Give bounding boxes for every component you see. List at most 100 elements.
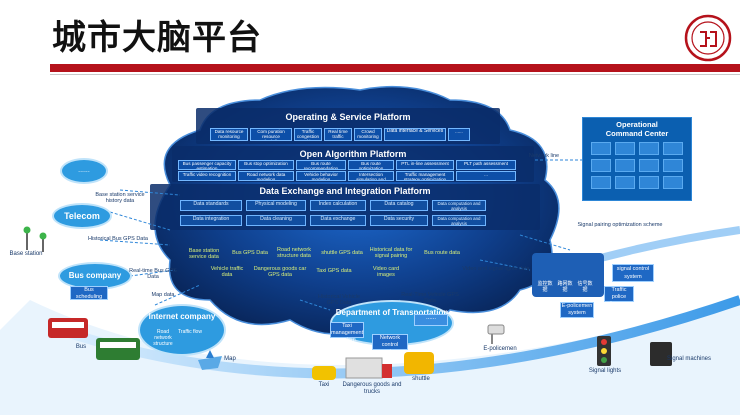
ground-area xyxy=(0,300,740,415)
algo-item: Intersection simulation and prediction xyxy=(348,171,394,181)
internet-company-bubble: Internet company xyxy=(138,304,226,356)
telecom-bubble: Telecom xyxy=(52,203,112,229)
bus-scheduling-system: Bus scheduling system xyxy=(70,286,108,306)
taxi-icon xyxy=(312,366,336,380)
network-control-system: Network control system xyxy=(372,334,408,355)
op-item: Data resource monitoring xyxy=(210,128,248,141)
truck-icon xyxy=(345,357,392,379)
algo-item: PLT path assessment xyxy=(456,160,516,170)
edge-label: Base station service history data xyxy=(95,192,145,205)
algo-item: Bus passenger capacity estimation xyxy=(178,160,236,170)
server-label: 信号数据 xyxy=(577,281,593,293)
occ-title-line1: Operational xyxy=(616,120,658,129)
shuttle-icon xyxy=(404,352,434,374)
op-item: Com puration resource scheduling xyxy=(250,128,292,141)
university-seal-icon xyxy=(684,14,732,62)
title-underline-red xyxy=(50,64,740,72)
document-icon xyxy=(615,159,635,172)
dataset-label: Road network structure data xyxy=(277,247,311,260)
base-station-icon xyxy=(23,226,47,252)
pie-chart-icon xyxy=(591,142,611,155)
operating-platform-title: Operating & Service Platform xyxy=(285,112,411,122)
line-chart-icon xyxy=(663,142,683,155)
op-item: Real time traffic xyxy=(324,128,352,141)
object-label: Map xyxy=(224,356,236,362)
object-label: Base station xyxy=(9,251,43,257)
dataset-label: Bus route data xyxy=(424,250,460,256)
exchange-platform-title: Data Exchange and Integration Platform xyxy=(259,186,431,196)
algo-item: PTL in-line assessment xyxy=(396,160,454,170)
transportation-label: Department of Transportation xyxy=(335,308,449,317)
internet-item-flow: Traffic flow xyxy=(178,329,202,335)
occ-title-line2: Command Center xyxy=(605,128,669,138)
signal-machine-icon xyxy=(650,342,672,366)
edge-label: Real-Time Vehicle GPS Data xyxy=(401,292,459,305)
op-item: Crowd monitoring xyxy=(354,128,382,141)
more-sources-bubble: ...... xyxy=(60,158,108,184)
edge-label: Network line xyxy=(528,153,560,159)
bus-company-bubble: Bus company xyxy=(58,262,132,290)
table-icon xyxy=(639,176,659,189)
object-label: Taxi xyxy=(318,382,330,388)
dataset-label: Historical data for signal pairing xyxy=(369,247,413,260)
traffic-light-icon xyxy=(597,336,611,366)
signal-control-system: signal control system xyxy=(612,264,654,282)
page-title: 城市大脑平台 xyxy=(52,18,262,58)
operational-command-center: Operational Command Center xyxy=(582,117,692,201)
search-icon xyxy=(663,176,683,189)
play-icon xyxy=(591,176,611,189)
dataset-label: Bus GPS Data xyxy=(232,250,268,256)
object-label: shuttle xyxy=(412,376,430,382)
object-label: Bus xyxy=(75,344,87,350)
edge-label: Signal pairing optimization scheme xyxy=(577,222,663,228)
internet-company-label: Internet company xyxy=(148,312,216,321)
bus-icon xyxy=(48,318,140,360)
title-underline-gray xyxy=(50,74,740,75)
algo-item: Bus stop optimization xyxy=(238,160,294,170)
server-label: 路网数据 xyxy=(557,281,573,293)
e-policemen-system: E-policemen system xyxy=(560,302,594,318)
exchange-item: Data catalog xyxy=(370,200,428,211)
exchange-item: Data exchange xyxy=(310,215,366,226)
op-item: Data interface & Services xyxy=(384,128,446,141)
dataset-label: Video card images xyxy=(372,266,400,279)
dataset-label: Vehicle traffic data xyxy=(210,266,244,279)
bar-chart-icon xyxy=(639,159,659,172)
algo-item: Bus route recommendation xyxy=(296,160,346,170)
exchange-item: Data standards xyxy=(180,200,242,211)
exchange-item: Index calculation xyxy=(310,200,366,211)
exchange-item: Data integration xyxy=(180,215,242,226)
dataset-label: Taxi GPS data xyxy=(316,268,352,274)
algo-item: Vehicle behavior modeling xyxy=(296,171,346,181)
algo-item: Traffic management strategy optimization xyxy=(396,171,454,181)
exchange-item: Data computation and analysis xyxy=(432,215,486,226)
op-item: Traffic congestion ranking xyxy=(294,128,322,141)
algo-item: Bus route optimization xyxy=(348,160,394,170)
map-icon xyxy=(198,350,222,370)
algorithm-platform-title: Open Algorithm Platform xyxy=(299,149,407,159)
object-label: E-policemen xyxy=(483,346,517,352)
object-label: Signal machines xyxy=(666,356,712,362)
object-label: Signal lights xyxy=(588,368,622,374)
algo-item: ... xyxy=(456,171,516,181)
exchange-item: Data security xyxy=(370,215,428,226)
dataset-label: Base station service data xyxy=(188,248,220,261)
exchange-item: Data computation and analysis xyxy=(432,200,486,211)
algo-item: Traffic video recognition xyxy=(178,171,236,181)
edge-label: Historical Bus GPS Data xyxy=(88,236,148,242)
exchange-item: Data cleaning xyxy=(246,215,306,226)
edge-label: Real-time Bus GPS Data xyxy=(129,268,177,281)
internet-item-road: Road network structure xyxy=(153,329,173,347)
taxi-management-system: Taxi management system xyxy=(330,322,364,343)
trend-icon xyxy=(663,159,683,172)
algo-item: Road network data modeling xyxy=(238,171,294,181)
server-label: 监控数据 xyxy=(537,281,553,293)
transport-dots: ...... xyxy=(414,314,448,326)
object-label: Dangerous goods and trucks xyxy=(342,382,402,395)
traffic-police-bureau: Traffic police bureau xyxy=(604,286,634,307)
gauge-icon xyxy=(591,159,611,172)
area-chart-icon xyxy=(639,142,659,155)
dataset-label: Dangerous goods car GPS data xyxy=(253,266,307,279)
dataset-label: shuttle GPS data xyxy=(321,250,363,256)
server-cluster xyxy=(532,253,604,297)
